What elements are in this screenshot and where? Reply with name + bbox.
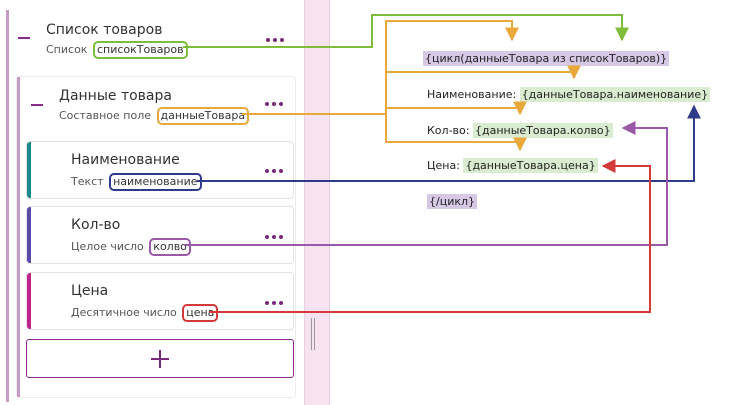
composite-title: Данные товара — [59, 88, 172, 104]
template-line-price: Цена: {данныеТовара.цена} — [427, 157, 598, 175]
field-variable-tag[interactable]: цена — [182, 304, 219, 322]
field-more-icon[interactable] — [265, 168, 283, 174]
field-subtitle: Текст наименование — [71, 173, 202, 191]
field-type-label: Целое число — [71, 240, 144, 253]
field-card-price[interactable]: Цена Десятичное число цена — [26, 272, 294, 330]
field-accent — [27, 273, 31, 329]
line-qty-label: Кол-во: — [427, 124, 470, 137]
list-subtitle: Список списокТоваров — [46, 41, 188, 59]
composite-accent-bar — [17, 77, 20, 397]
field-accent — [27, 207, 31, 263]
field-variable-tag[interactable]: наименование — [109, 173, 202, 191]
field-type-label: Десятичное число — [71, 306, 177, 319]
line-qty-token: {данныеТовара.колво} — [472, 123, 613, 138]
list-variable-tag[interactable]: списокТоваров — [92, 41, 188, 59]
line-price-label: Цена: — [427, 159, 460, 172]
list-title: Список товаров — [46, 22, 163, 38]
composite-subtitle: Составное поле данныеТовара — [59, 107, 250, 125]
list-more-icon[interactable] — [266, 37, 284, 43]
plus-icon — [159, 350, 161, 368]
field-title: Цена — [71, 283, 109, 299]
arrow-composite-qty — [386, 101, 527, 116]
composite-collapse-icon[interactable] — [31, 104, 43, 106]
field-card-qty[interactable]: Кол-во Целое число колво — [26, 206, 294, 264]
splitter-grip-icon — [311, 318, 315, 350]
line-price-token: {данныеТовара.цена} — [463, 158, 598, 173]
arrow-composite-name — [386, 65, 581, 80]
field-subtitle: Десятичное число цена — [71, 304, 219, 322]
field-type-label: Текст — [71, 175, 104, 188]
panel-splitter[interactable] — [304, 0, 330, 405]
field-title: Кол-во — [71, 217, 121, 233]
line-name-label: Наименование: — [427, 88, 517, 101]
list-accent-bar — [6, 10, 9, 402]
loop-open-token: {цикл(данныеТовара из списокТоваров)} — [423, 51, 670, 66]
composite-more-icon[interactable] — [265, 101, 283, 107]
list-type-label: Список — [46, 43, 88, 56]
line-name-token: {данныеТовара.наименование} — [519, 87, 711, 102]
composite-type-label: Составное поле — [59, 109, 151, 122]
field-more-icon[interactable] — [265, 300, 283, 306]
template-line-name: Наименование: {данныеТовара.наименование… — [427, 86, 711, 104]
add-field-button[interactable] — [26, 339, 294, 378]
collapse-icon[interactable] — [18, 37, 30, 39]
template-line-qty: Кол-во: {данныеТовара.колво} — [427, 122, 613, 140]
field-subtitle: Целое число колво — [71, 238, 191, 256]
field-card-name[interactable]: Наименование Текст наименование — [26, 141, 294, 199]
template-loop-close: {/цикл} — [427, 193, 478, 211]
field-accent — [27, 142, 31, 198]
template-loop-open: {цикл(данныеТовара из списокТоваров)} — [423, 50, 670, 68]
loop-close-token: {/цикл} — [427, 194, 478, 209]
field-variable-tag[interactable]: колво — [149, 238, 191, 256]
field-more-icon[interactable] — [265, 234, 283, 240]
composite-variable-tag[interactable]: данныеТовара — [156, 107, 250, 125]
field-title: Наименование — [71, 152, 180, 168]
